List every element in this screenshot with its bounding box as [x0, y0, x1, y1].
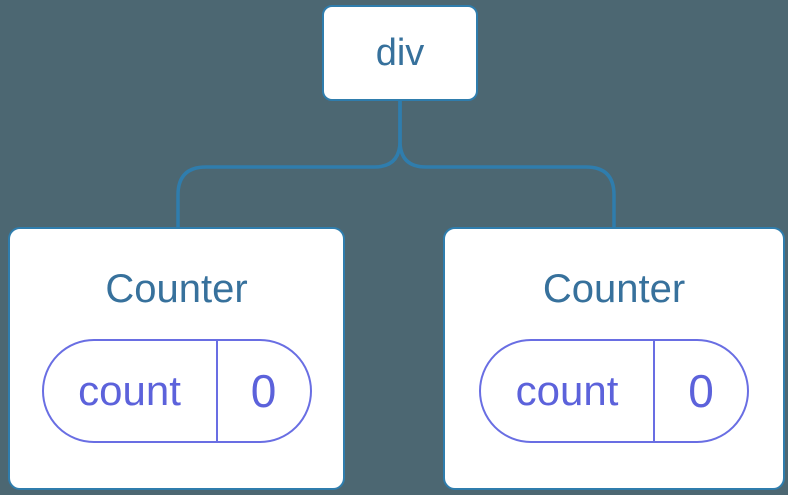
root-node-label: div	[375, 32, 425, 74]
component-title: Counter	[105, 267, 248, 311]
connector-right-branch	[398, 101, 616, 227]
connector-left-branch	[176, 101, 402, 227]
component-title: Counter	[542, 267, 686, 311]
counter-component-node-left: Counter count 0	[8, 227, 345, 490]
state-value: 0	[653, 341, 747, 441]
state-key-label: count	[78, 367, 181, 414]
state-pill: count 0	[479, 339, 749, 443]
state-key-label: count	[515, 367, 619, 414]
state-value: 0	[215, 341, 310, 441]
root-node-div: div	[322, 5, 478, 101]
state-pill: count 0	[41, 339, 312, 443]
counter-component-node-right: Counter count 0	[443, 227, 785, 490]
